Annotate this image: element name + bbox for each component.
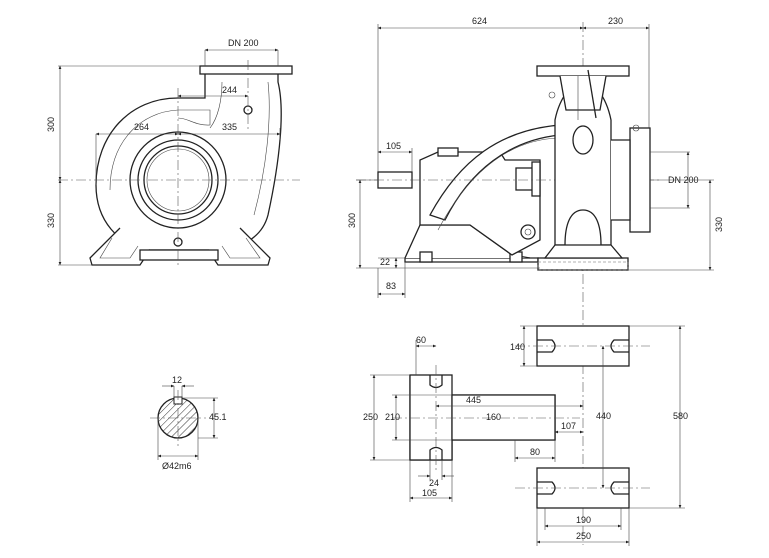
dim-445: 445 [466, 395, 481, 405]
dim-264: 264 [134, 122, 149, 132]
dim-dn200-top: DN 200 [228, 38, 259, 48]
dim-105-shaft: 105 [386, 141, 401, 151]
dim-230: 230 [608, 16, 623, 26]
dim-60: 60 [416, 335, 426, 345]
dim-80: 80 [530, 447, 540, 457]
dim-244: 244 [222, 85, 237, 95]
dim-105-base: 105 [422, 488, 437, 498]
dim-22: 22 [380, 257, 390, 267]
dim-250-left: 250 [363, 412, 378, 422]
discharge-flange [199, 65, 293, 75]
dim-580: 580 [673, 411, 688, 421]
dim-45-1: 45.1 [209, 412, 227, 422]
dim-330-left: 330 [46, 213, 56, 228]
dim-440: 440 [596, 411, 611, 421]
dim-330-right: 330 [714, 217, 724, 232]
shaft-section-view: 12 45.1 Ø42m6 [150, 375, 227, 471]
volute-casing [95, 71, 282, 251]
dim-107: 107 [561, 421, 576, 431]
dim-624: 624 [472, 16, 487, 26]
dim-300-side: 300 [347, 213, 357, 228]
dim-210: 210 [385, 412, 400, 422]
dim-300-left: 300 [46, 117, 56, 132]
front-view: DN 200 244 300 264 335 330 [46, 38, 300, 268]
drain-plug [520, 224, 536, 240]
bearing-bracket [419, 151, 541, 256]
dim-140: 140 [510, 342, 525, 352]
dim-24: 24 [429, 478, 439, 488]
dim-83: 83 [386, 281, 396, 291]
dim-12: 12 [172, 375, 182, 385]
dim-250-bottom: 250 [576, 531, 591, 541]
suction-flange-side [629, 127, 651, 233]
discharge-flange-side [536, 65, 630, 77]
side-view: 624 230 105 [347, 16, 724, 545]
dim-335: 335 [222, 122, 237, 132]
dim-42m6: Ø42m6 [162, 461, 192, 471]
dim-190: 190 [576, 515, 591, 525]
foundation-plan-view: 60 140 250 210 445 160 107 440 580 24 80 [363, 325, 688, 546]
dim-160: 160 [486, 412, 501, 422]
